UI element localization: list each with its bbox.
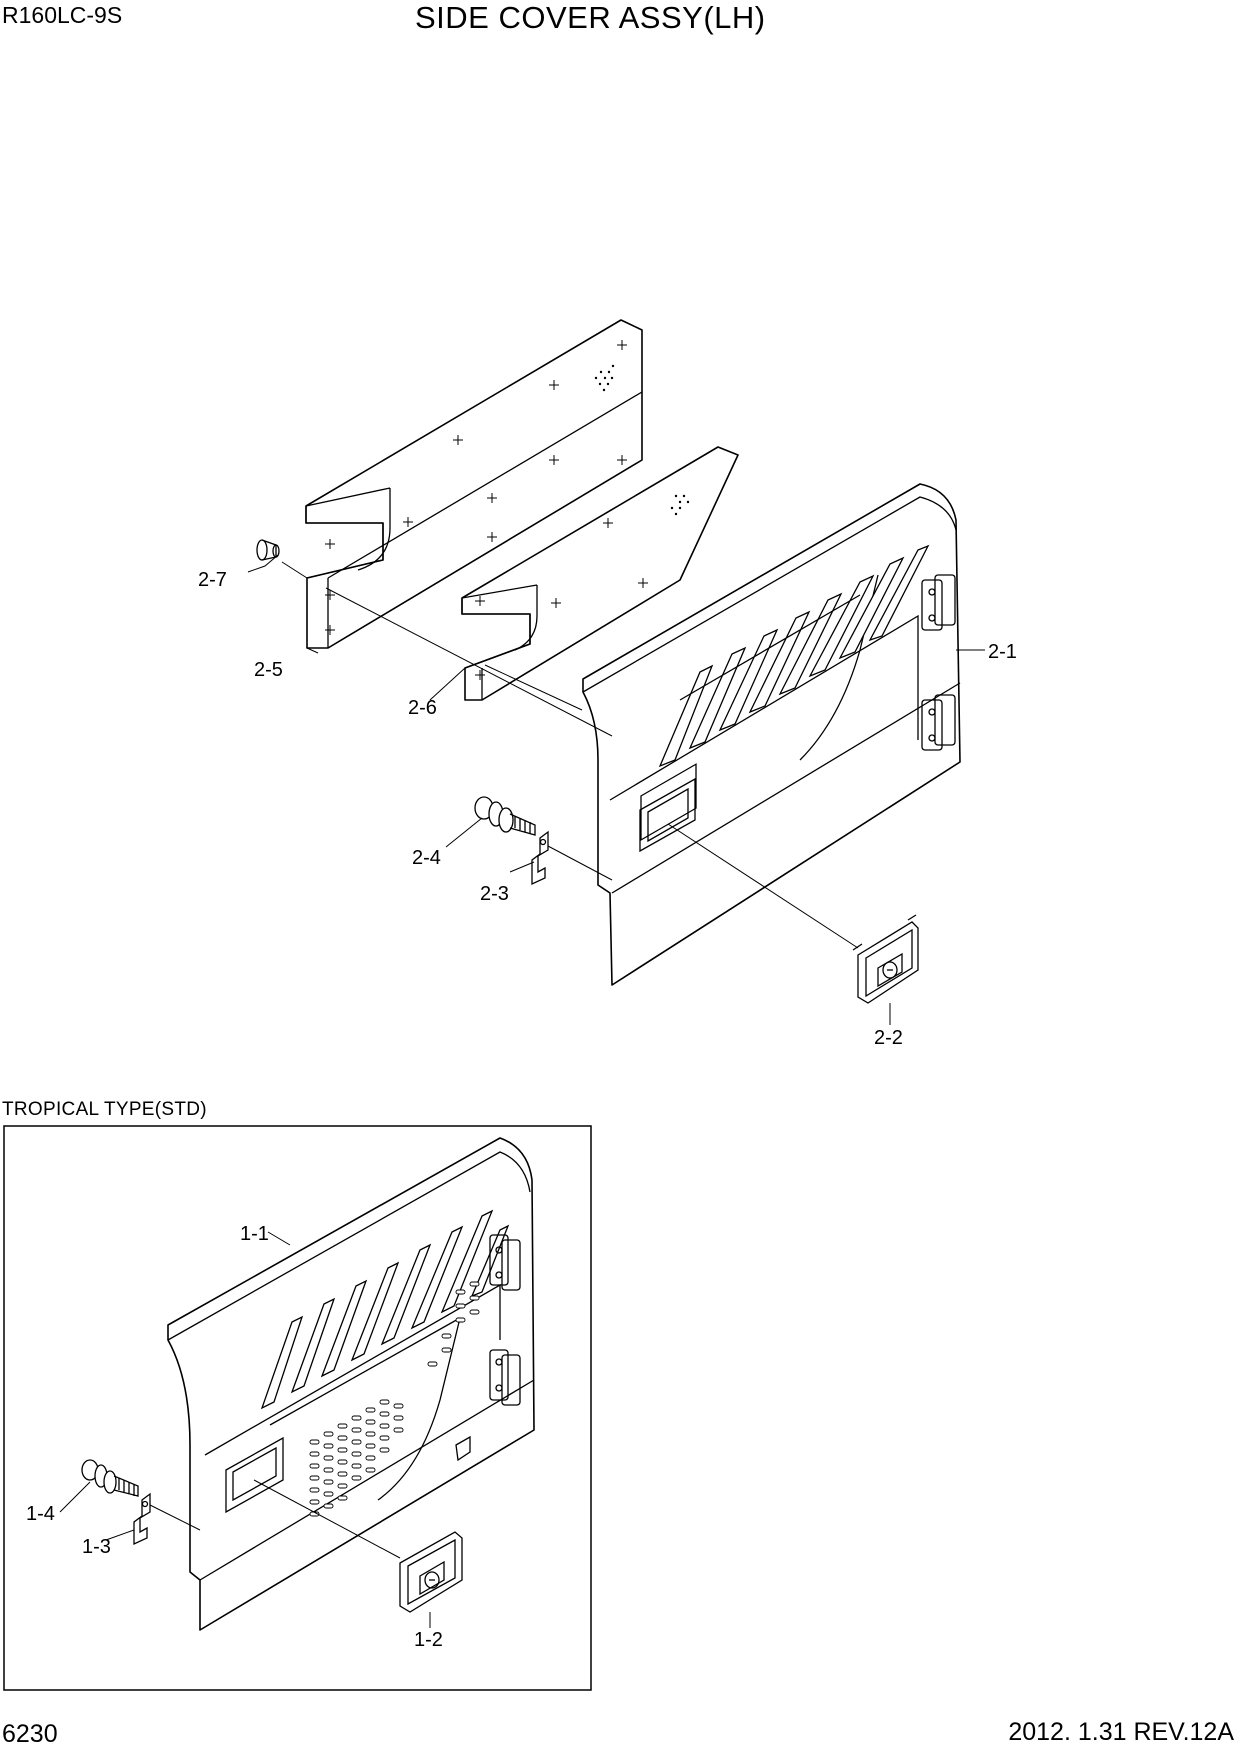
inset-caption: TROPICAL TYPE(STD) — [2, 1099, 207, 1120]
callout-1-2: 1-2 — [414, 1629, 443, 1651]
insulation-panel-2-5 — [305, 319, 643, 649]
inset-frame — [3, 1125, 592, 1691]
callout-2-4: 2-4 — [412, 847, 441, 869]
revision-date: 2012. 1.31 REV.12A — [1008, 1718, 1234, 1746]
callout-1-3: 1-3 — [82, 1536, 111, 1558]
callout-2-7: 2-7 — [198, 569, 227, 591]
page-number: 6230 — [2, 1720, 58, 1748]
latch-1-2 — [399, 1531, 463, 1613]
leader-lines-inset — [59, 1231, 431, 1628]
callout-1-4: 1-4 — [26, 1503, 55, 1525]
bolt-1-4 — [81, 1459, 139, 1497]
callout-2-2: 2-2 — [874, 1027, 903, 1049]
insulation-panel-2-6 — [461, 446, 739, 701]
bolt-2-7 — [256, 539, 280, 561]
callout-2-5: 2-5 — [254, 659, 283, 681]
side-cover-1-1 — [167, 1137, 535, 1631]
bracket-1-3 — [133, 1492, 151, 1546]
bolt-2-4 — [474, 796, 536, 836]
callout-2-6: 2-6 — [408, 697, 437, 719]
page-title: SIDE COVER ASSY(LH) — [415, 0, 766, 35]
leader-lines-upper — [247, 554, 985, 1025]
callout-2-3: 2-3 — [480, 883, 509, 905]
side-cover-2-1 — [582, 483, 961, 986]
callout-2-1: 2-1 — [988, 641, 1017, 663]
latch-2-2 — [852, 914, 919, 1004]
callout-1-1: 1-1 — [240, 1223, 269, 1245]
bracket-2-3 — [531, 830, 549, 886]
model-number: R160LC-9S — [2, 2, 123, 28]
